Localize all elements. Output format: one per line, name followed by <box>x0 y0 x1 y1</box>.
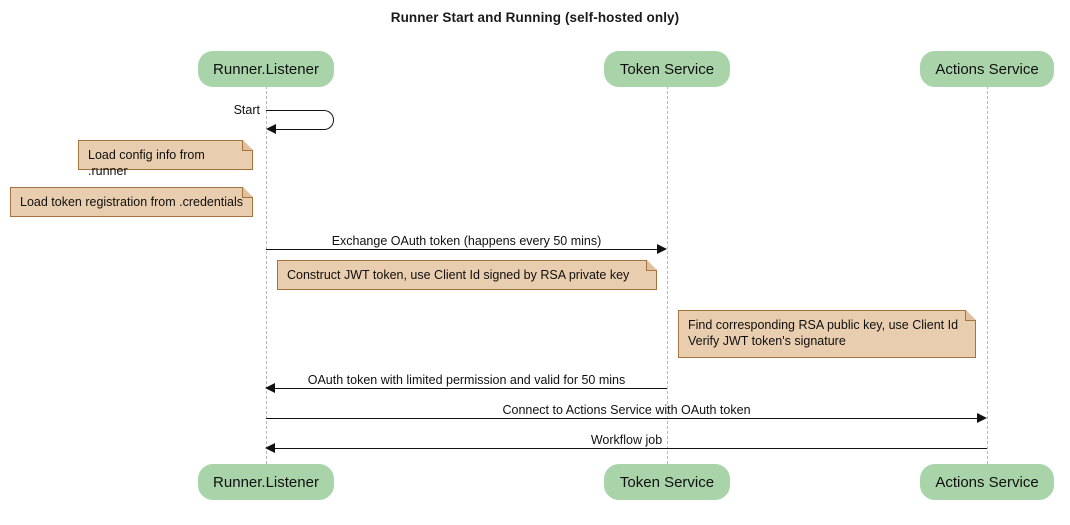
lifeline-actions <box>987 86 988 464</box>
message-label-start: Start <box>233 103 260 117</box>
message-label-workflow: Workflow job <box>590 433 663 447</box>
message-line-oauth-return <box>275 388 667 389</box>
message-line-exchange <box>266 249 658 250</box>
participant-token-bottom[interactable]: Token Service <box>604 464 730 500</box>
note-fold-icon <box>646 259 657 271</box>
message-line-workflow <box>275 448 987 449</box>
participant-token-top[interactable]: Token Service <box>604 51 730 87</box>
note-credentials: Load token registration from .credential… <box>10 186 253 217</box>
message-label-connect: Connect to Actions Service with OAuth to… <box>502 403 751 417</box>
note-fold-icon <box>242 186 253 198</box>
participant-label: Runner.Listener <box>213 473 319 491</box>
participant-label: Actions Service <box>935 473 1039 491</box>
message-start-selfloop <box>266 110 334 134</box>
note-jwt: Construct JWT token, use Client Id signe… <box>277 259 657 290</box>
participant-actions-bottom[interactable]: Actions Service <box>920 464 1054 500</box>
arrow-head-start <box>266 124 276 134</box>
message-label-oauth-return: OAuth token with limited permission and … <box>307 373 626 387</box>
message-line-connect <box>266 418 978 419</box>
note-verify: Find corresponding RSA public key, use C… <box>678 309 976 358</box>
arrow-head-exchange <box>657 244 667 254</box>
participant-label: Actions Service <box>935 60 1039 78</box>
message-label-exchange: Exchange OAuth token (happens every 50 m… <box>331 234 602 248</box>
note-fold-icon <box>242 139 253 151</box>
participant-actions-top[interactable]: Actions Service <box>920 51 1054 87</box>
participant-label: Token Service <box>619 60 715 78</box>
note-config: Load config info from .runner <box>78 139 253 178</box>
participant-runner-top[interactable]: Runner.Listener <box>198 51 334 87</box>
participant-label: Runner.Listener <box>213 60 319 78</box>
participant-label: Token Service <box>619 473 715 491</box>
page-title: Runner Start and Running (self-hosted on… <box>390 10 680 25</box>
arrow-head-workflow <box>265 443 275 453</box>
lifeline-token <box>667 86 668 464</box>
arrow-head-oauth-return <box>265 383 275 393</box>
note-fold-icon <box>965 309 976 321</box>
arrow-head-connect <box>977 413 987 423</box>
lifeline-runner <box>266 86 267 464</box>
participant-runner-bottom[interactable]: Runner.Listener <box>198 464 334 500</box>
